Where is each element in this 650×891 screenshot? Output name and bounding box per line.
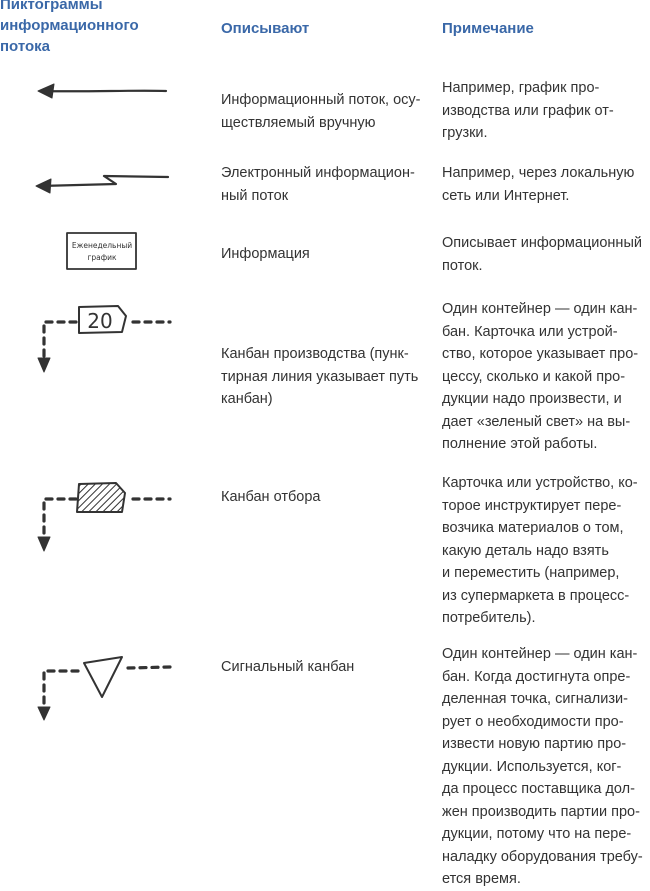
text-line: ется время. bbox=[442, 871, 521, 887]
row2-describes: Электронный информацион- ный поток bbox=[221, 162, 415, 207]
text-line: из супермаркета в процесс- bbox=[442, 587, 630, 604]
text-line: деленная точка, сигнализи- bbox=[442, 691, 628, 707]
text-line: бан. Когда достигнута опре- bbox=[442, 668, 631, 685]
text-line: полнение этой работы. bbox=[442, 436, 598, 452]
text-line: дукции. Используется, ког- bbox=[442, 758, 622, 775]
row5-note: Карточка или устройство, ко- торое инстр… bbox=[442, 472, 638, 630]
text-line: Один контейнер — один кан- bbox=[442, 646, 638, 662]
row3-note: Описывает информационный поток. bbox=[442, 232, 642, 277]
text-line: Канбан производства (пунк- bbox=[221, 346, 409, 362]
text-line: возчика материалов о том, bbox=[442, 520, 624, 536]
withdrawal-kanban-icon bbox=[36, 479, 176, 553]
text-line: ный поток bbox=[221, 187, 289, 204]
row6-describes: Сигнальный канбан bbox=[221, 656, 354, 679]
text-line: Например, график про- bbox=[442, 80, 600, 96]
signal-kanban-icon bbox=[36, 655, 176, 721]
text-line: потребитель). bbox=[442, 610, 536, 626]
text-line: изводства или график от- bbox=[442, 102, 614, 119]
text-line: бан. Карточка или устрой- bbox=[442, 323, 618, 340]
row2-note: Например, через локальную сеть или Интер… bbox=[442, 162, 634, 207]
text-line: наладку оборудования требу- bbox=[442, 848, 643, 865]
info-box-text: график bbox=[87, 253, 117, 262]
text-line: ство, которое указывает про- bbox=[442, 346, 639, 362]
text-line: Электронный информацион- bbox=[221, 165, 415, 181]
text-line: Сигнальный канбан bbox=[221, 659, 355, 675]
text-line: грузки. bbox=[442, 125, 488, 141]
row5-describes: Канбан отбора bbox=[221, 486, 320, 509]
header-note: Примечание bbox=[442, 20, 534, 37]
text-line: тирная линия указывает путь bbox=[221, 368, 419, 385]
text-line: поток. bbox=[442, 257, 483, 274]
text-line: дает «зеленый свет» на вы- bbox=[442, 413, 631, 430]
row1-note: Например, график про- изводства или граф… bbox=[442, 77, 614, 145]
electronic-info-arrow-icon bbox=[34, 170, 174, 200]
text-line: Один контейнер — один кан- bbox=[442, 301, 638, 317]
text-line: дукции, потому что на пере- bbox=[442, 826, 632, 842]
text-line: извести новую партию про- bbox=[442, 736, 627, 752]
row1-describes: Информационный поток, осу- ществляемый в… bbox=[221, 89, 421, 134]
text-line: канбан) bbox=[221, 391, 273, 407]
text-line: ществляемый вручную bbox=[221, 114, 376, 131]
header-pictograms: Пиктограммы информационного потока bbox=[0, 0, 139, 57]
text-line: Канбан отбора bbox=[221, 489, 321, 505]
text-line: рует о необходимости про- bbox=[442, 713, 624, 730]
manual-info-arrow-icon bbox=[36, 80, 171, 104]
production-kanban-icon: 20 bbox=[36, 302, 176, 374]
info-box-text: Еженедельный bbox=[72, 241, 132, 250]
row6-note: Один контейнер — один кан- бан. Когда до… bbox=[442, 643, 643, 891]
text-line: жен производить партии про- bbox=[442, 803, 640, 820]
header-line: Пиктограммы bbox=[0, 0, 103, 13]
text-line: Информационный поток, осу- bbox=[221, 92, 421, 108]
row4-describes: Канбан производства (пунк- тирная линия … bbox=[221, 343, 418, 411]
header-line: информационного bbox=[0, 17, 139, 34]
text-line: да процесс поставщика дол- bbox=[442, 781, 635, 797]
text-line: Информация bbox=[221, 246, 310, 262]
text-line: Описывает информационный bbox=[442, 235, 642, 251]
text-line: дукции надо произвести, и bbox=[442, 391, 622, 407]
row4-note: Один контейнер — один кан- бан. Карточка… bbox=[442, 298, 638, 456]
header-line: потока bbox=[0, 38, 51, 55]
text-line: Например, через локальную bbox=[442, 165, 635, 181]
row3-describes: Информация bbox=[221, 243, 310, 266]
header-describes: Описывают bbox=[221, 20, 310, 37]
kanban-quantity: 20 bbox=[87, 309, 112, 333]
text-line: цессу, сколько и какой про- bbox=[442, 368, 626, 385]
text-line: Карточка или устройство, ко- bbox=[442, 475, 638, 491]
information-box-icon: Еженедельный график bbox=[66, 231, 138, 271]
text-line: какую деталь надо взять bbox=[442, 542, 609, 559]
text-line: и переместить (например, bbox=[442, 565, 620, 581]
text-line: торое инструктирует пере- bbox=[442, 497, 622, 514]
text-line: сеть или Интернет. bbox=[442, 187, 570, 204]
